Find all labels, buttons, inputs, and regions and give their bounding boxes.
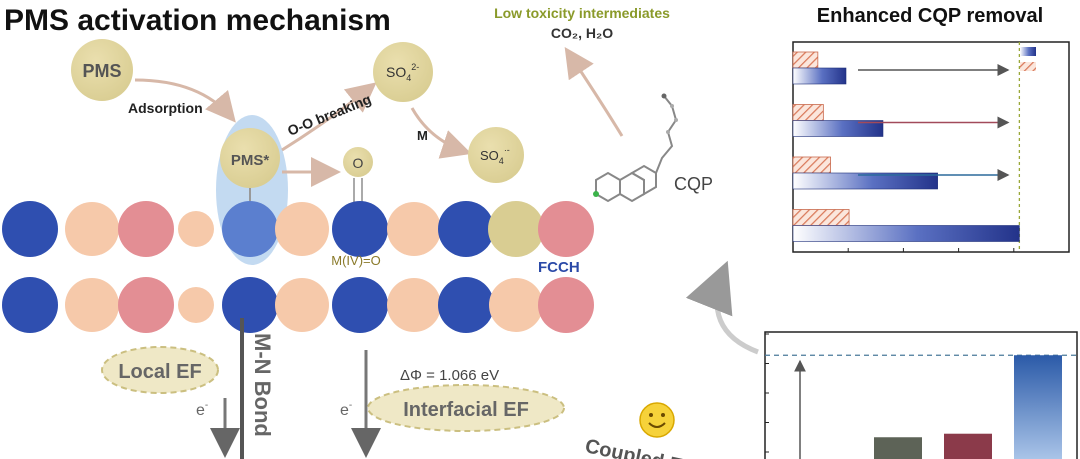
atom-row-top [2, 201, 594, 257]
sulfate-radical-sub: 4 [499, 156, 504, 166]
kobs-bar-kpms [792, 104, 824, 121]
row2-atom [538, 277, 594, 333]
row2-atom [489, 278, 543, 332]
degradation-arrow [564, 47, 624, 137]
atom-row-bottom [2, 277, 594, 333]
legend-swatch-kcqp [1020, 47, 1036, 56]
row2-atom [65, 278, 119, 332]
row2-atom [387, 278, 441, 332]
sulfate-sup: 2- [411, 62, 419, 72]
oss-chart-frame [764, 331, 1078, 459]
cqp-h1 [670, 104, 674, 108]
oxo-ball [343, 147, 373, 177]
smiley-mouth [648, 422, 666, 428]
kobs-bar-kpms [792, 209, 850, 226]
local-ef-label: Local EF [118, 361, 201, 383]
cqp-label: CQP [674, 174, 713, 194]
oss-bar [944, 433, 992, 459]
interfacial-ef-bubble [367, 384, 565, 432]
row1-atom [222, 201, 278, 257]
row2-atom [332, 277, 388, 333]
row2-atom [178, 287, 214, 323]
oss-bar [1014, 355, 1062, 459]
electron-left-text: e [196, 402, 205, 419]
legend-swatch-kpms [1020, 62, 1036, 71]
m-arrow [410, 107, 472, 159]
row2-atom [438, 277, 494, 333]
coupled-ef-label: Coupled EF [583, 435, 696, 459]
electron-left-sup: - [205, 400, 208, 411]
miv-label: M(IV)=O [331, 253, 380, 268]
coupled-ef-group: Coupled EF [583, 435, 696, 459]
interfacial-ef-label: Interfacial EF [403, 399, 529, 421]
sulfate-radical-sup: ·- [504, 145, 510, 155]
oo-breaking-label: O-O breaking [285, 91, 373, 139]
cqp-h2 [674, 118, 678, 122]
sulfate-radical-text: SO [480, 148, 499, 163]
electron-right-sup: - [349, 400, 352, 411]
sulfate-radical-ball [468, 127, 524, 183]
products-label: CO₂, H₂O [551, 25, 613, 41]
row1-atom [178, 211, 214, 247]
right-title: Enhanced CQP removal [817, 5, 1043, 27]
smiley-eye-right [661, 413, 665, 417]
cqp-chlorine-atom [593, 191, 599, 197]
oss-bar [874, 437, 922, 459]
row1-atom [332, 201, 388, 257]
electron-left: e- [196, 400, 208, 419]
electron-right-text: e [340, 402, 349, 419]
left-title: PMS activation mechanism [4, 4, 391, 37]
smiley-icon [639, 402, 675, 438]
pms-label: PMS [82, 61, 121, 81]
row2-atom [222, 277, 278, 333]
row2-atom [275, 278, 329, 332]
delta-phi-label: ΔΦ = 1.066 eV [400, 367, 499, 384]
electron-right: e- [340, 400, 352, 419]
row1-atom [65, 202, 119, 256]
kobs-bar-kpms [792, 51, 819, 69]
sulfate-sub: 4 [406, 73, 411, 83]
row2-atom [118, 277, 174, 333]
kobs-bar-kpms [792, 156, 831, 174]
kobs-chart-frame [792, 41, 1070, 253]
kobs-bar-kcqp [792, 172, 938, 190]
kobs-bar-kcqp [792, 67, 847, 85]
flow-arrow [685, 260, 759, 355]
cqp-ring-1 [595, 171, 621, 203]
kobs-chart [792, 41, 1070, 253]
row1-atom [438, 201, 494, 257]
mn-bond-label: M-N Bond [250, 333, 275, 437]
cqp-h3 [666, 130, 670, 134]
adsorption-label: Adsorption [128, 100, 203, 116]
pms-star-ball [220, 128, 280, 188]
row1-atom [275, 202, 329, 256]
local-ef-bubble [101, 346, 219, 394]
pms-ball [71, 39, 133, 101]
kobs-bar-kcqp [792, 225, 1020, 242]
row1-atom [2, 201, 58, 257]
smiley-eye-left [649, 413, 653, 417]
sulfate-label: SO42- [386, 62, 419, 83]
oxo-label: O [353, 155, 364, 171]
pms-star-label: PMS* [231, 152, 270, 169]
row1-atom [387, 202, 441, 256]
cqp-end-atom [661, 93, 667, 99]
sulfate-ball [373, 42, 433, 102]
adsorption-arrow [134, 78, 236, 123]
kobs-bar-kcqp [792, 120, 884, 137]
sulfate-radical-label: SO4·- [480, 145, 510, 166]
row1-atom [538, 201, 594, 257]
oo-breaking-arrow [281, 82, 377, 152]
oss-chart [764, 331, 1078, 459]
sulfate-text: SO [386, 64, 406, 80]
cqp-ring-3 [630, 164, 657, 196]
fcch-label: FCCH [538, 259, 580, 276]
low-toxicity-label: Low toxicity intermediates [494, 5, 670, 21]
m-label: M [417, 128, 428, 143]
row2-atom [2, 277, 58, 333]
row1-atom [488, 201, 544, 257]
row1-atom [118, 201, 174, 257]
